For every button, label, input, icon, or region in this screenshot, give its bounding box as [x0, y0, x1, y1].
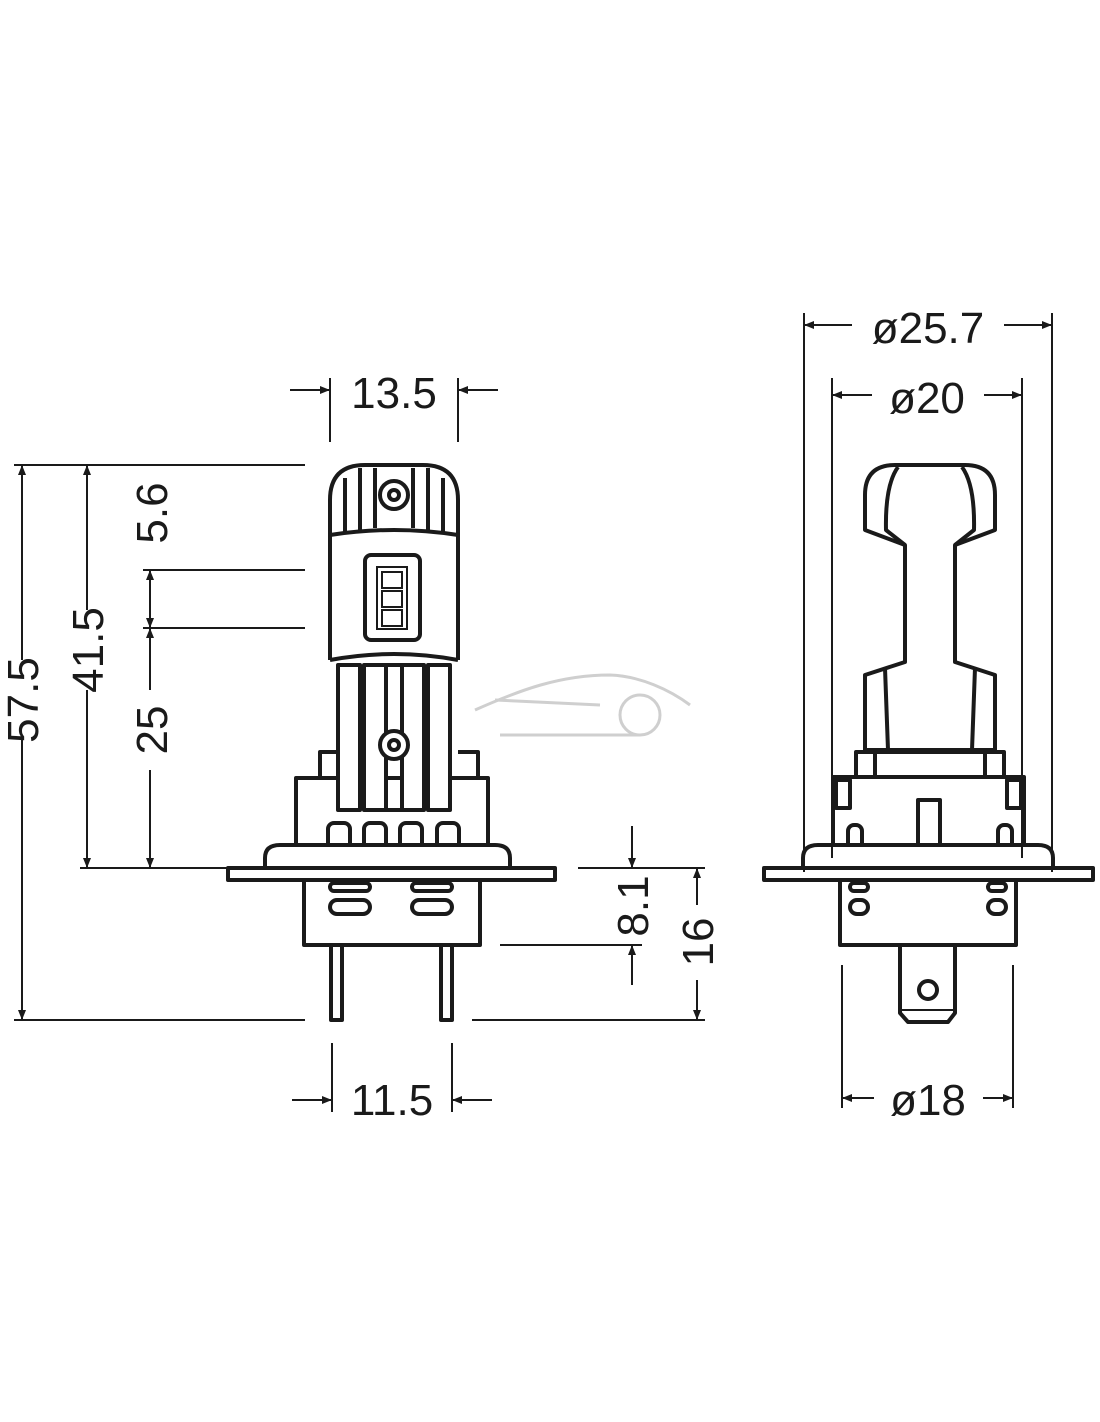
lower-divider — [329, 652, 459, 662]
dim-total-height: 57.5 — [0, 657, 48, 743]
side-view-bulb — [226, 463, 557, 1022]
watermark-car-logo — [474, 673, 691, 737]
flange-dome — [263, 843, 512, 870]
screw-bottom — [378, 729, 410, 761]
dim-outer-diameter: ø25.7 — [872, 304, 985, 353]
dim-top-width: 13.5 — [351, 369, 437, 418]
screw-top — [378, 479, 410, 511]
led-window — [363, 553, 422, 642]
base-block — [831, 775, 1026, 849]
flange-dome — [801, 843, 1055, 870]
front-dimensions: ø25.7 ø20 ø18 — [803, 304, 1053, 1125]
upper-divider — [329, 528, 459, 537]
pin-left — [329, 943, 344, 1022]
dim-body-diameter: ø20 — [889, 374, 965, 423]
heatsink-profile — [863, 463, 997, 752]
base-bumps — [326, 821, 461, 855]
dim-led-to-flange: 25 — [128, 706, 177, 755]
dim-led-window: 5.6 — [128, 482, 177, 543]
dim-flange-to-pin-end: 16 — [674, 918, 723, 967]
side-dimensions: 13.5 57.5 41.5 5.6 25 8.1 16 11.5 — [0, 369, 723, 1125]
connector-block — [838, 878, 1018, 947]
dim-height-to-flange: 41.5 — [64, 607, 113, 693]
heatsink-body — [328, 463, 460, 660]
terminal-tab — [898, 943, 957, 1024]
dim-pin-spacing: 11.5 — [351, 1076, 433, 1125]
dim-flange-to-base: 8.1 — [609, 875, 658, 936]
dim-base-diameter: ø18 — [890, 1076, 966, 1125]
front-view-bulb — [762, 463, 1095, 1024]
pin-right — [439, 943, 454, 1022]
lower-fins — [336, 663, 452, 812]
led-chip — [376, 566, 408, 630]
